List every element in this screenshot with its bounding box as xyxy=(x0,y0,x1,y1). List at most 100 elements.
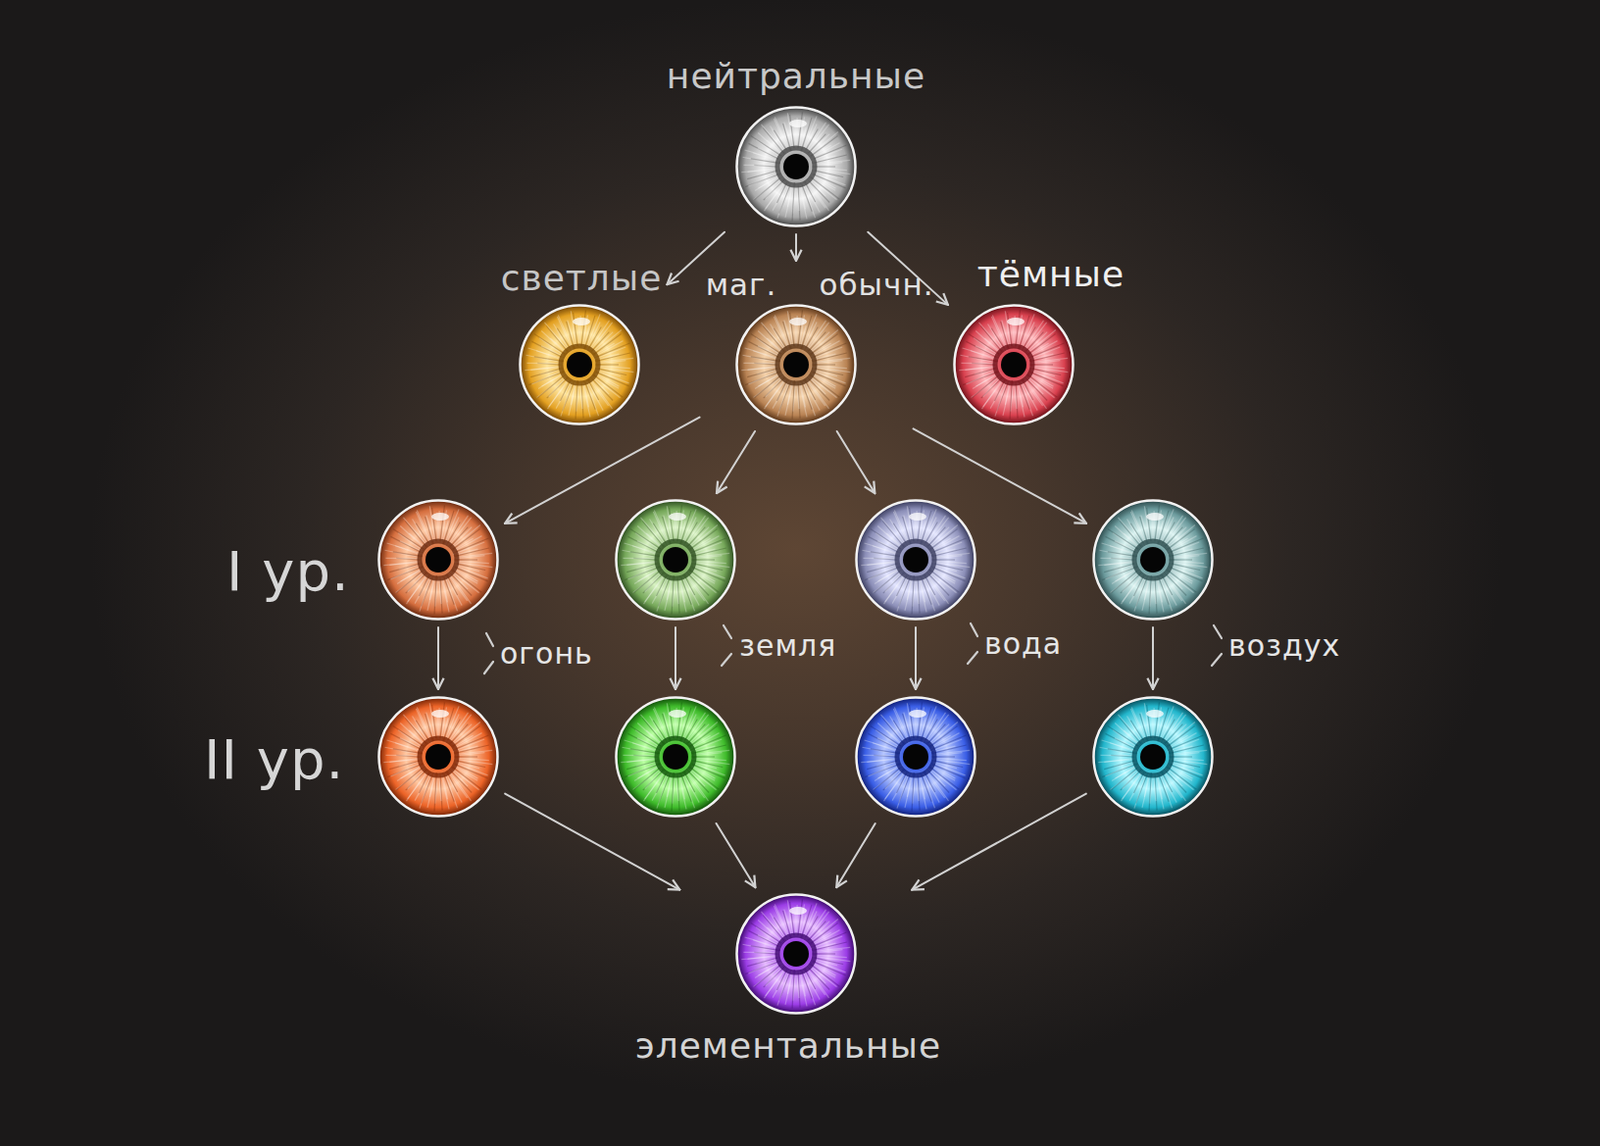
iris-streak xyxy=(389,560,420,565)
iris-streak xyxy=(800,383,806,408)
iris xyxy=(1094,500,1212,619)
pupil-ring xyxy=(995,346,1033,384)
eye-outline xyxy=(616,500,736,620)
eye-outline xyxy=(856,698,976,817)
eye-glint xyxy=(1146,709,1164,718)
eye-glint xyxy=(1146,512,1164,521)
iris-streak xyxy=(1117,714,1141,743)
iris-streak xyxy=(402,714,426,743)
iris-streak xyxy=(441,774,450,809)
pupil xyxy=(1140,744,1166,770)
iris-streak xyxy=(1151,517,1153,542)
iris-streak xyxy=(1170,752,1200,756)
iris-streak xyxy=(800,185,806,210)
iris-streak xyxy=(922,576,936,611)
iris-streak xyxy=(693,555,723,559)
iris-streak xyxy=(812,174,846,189)
iris-streak xyxy=(1018,383,1024,408)
eye-outline xyxy=(616,698,736,817)
iris-streak xyxy=(389,757,420,762)
bracket-stroke xyxy=(1213,625,1222,639)
iris-streak xyxy=(626,560,657,565)
eye-outline xyxy=(1094,500,1213,620)
eye-outline xyxy=(379,500,499,620)
eye-outline xyxy=(856,500,976,620)
pupil-ring xyxy=(656,738,695,776)
eye-glint xyxy=(431,512,450,521)
element-label: земля xyxy=(739,629,837,662)
bracket-stroke xyxy=(1211,653,1222,666)
iris-streak xyxy=(454,764,488,779)
iris-streak xyxy=(1103,560,1135,565)
iris-streak xyxy=(1007,312,1012,347)
pupil xyxy=(1000,351,1027,378)
iris-streak xyxy=(960,362,997,365)
eye-node xyxy=(614,499,737,621)
iris-streak xyxy=(760,911,784,940)
iris-streak xyxy=(630,726,661,748)
eye-outline xyxy=(520,305,640,425)
iris-streak xyxy=(680,775,686,800)
pupil xyxy=(425,547,451,573)
iris-streak xyxy=(678,577,687,612)
iris-streak xyxy=(437,714,439,739)
eye-node xyxy=(1092,499,1214,621)
pupil xyxy=(1140,547,1166,573)
iris-streak xyxy=(747,167,778,172)
iris-streak xyxy=(1157,775,1163,800)
iris-streak xyxy=(870,529,901,550)
eye-glint xyxy=(908,512,927,521)
iris-streak xyxy=(445,773,458,808)
iris-streak xyxy=(932,567,965,582)
iris-streak xyxy=(870,726,901,748)
eye-caption: обычн. xyxy=(819,267,935,301)
iris-streak xyxy=(669,704,674,739)
iris-streak xyxy=(799,971,807,1006)
iris-streak xyxy=(443,578,449,603)
eye-node xyxy=(377,499,500,621)
iris-streak xyxy=(750,923,782,945)
iris-streak xyxy=(790,901,795,936)
level-label: I ур. xyxy=(226,541,350,602)
eye-outline xyxy=(379,698,499,817)
iris-streak xyxy=(1147,507,1151,542)
element-label: вода xyxy=(984,627,1062,660)
iris-streak xyxy=(864,566,900,581)
iris-streak xyxy=(880,517,903,546)
iris-streak xyxy=(862,754,899,757)
iris-streak xyxy=(534,334,565,355)
iris-streak xyxy=(393,529,424,550)
iris-streak xyxy=(866,757,898,762)
iris-streak xyxy=(432,704,437,739)
iris-streak xyxy=(669,507,674,542)
iris-streak xyxy=(747,365,778,370)
pupil xyxy=(425,744,451,770)
iris-streak xyxy=(1100,754,1136,757)
iris-streak xyxy=(1117,517,1141,546)
iris-streak xyxy=(1031,360,1061,364)
eye-node: элементальные xyxy=(735,893,857,1015)
iris-streak xyxy=(978,322,1001,350)
iris-streak xyxy=(968,334,1000,355)
pupil xyxy=(902,547,929,573)
iris-streak xyxy=(918,774,927,809)
iris-streak xyxy=(813,162,844,166)
iris xyxy=(954,305,1073,424)
bracket-stroke xyxy=(721,653,732,666)
iris-streak xyxy=(582,382,591,417)
iris-streak xyxy=(812,372,846,387)
eye-node xyxy=(854,499,977,621)
pupil-ring xyxy=(897,541,935,579)
iris-streak xyxy=(1101,763,1138,778)
iris-streak xyxy=(862,557,899,560)
eye-illustration xyxy=(854,696,977,818)
iris-streak xyxy=(802,183,816,218)
flow-arrow xyxy=(716,431,755,494)
flow-arrow xyxy=(674,627,677,690)
pupil-ring xyxy=(777,148,815,186)
iris-streak xyxy=(526,362,562,365)
eye-caption: тёмные xyxy=(977,254,1125,295)
pupil xyxy=(902,744,929,770)
iris-streak xyxy=(586,381,600,416)
